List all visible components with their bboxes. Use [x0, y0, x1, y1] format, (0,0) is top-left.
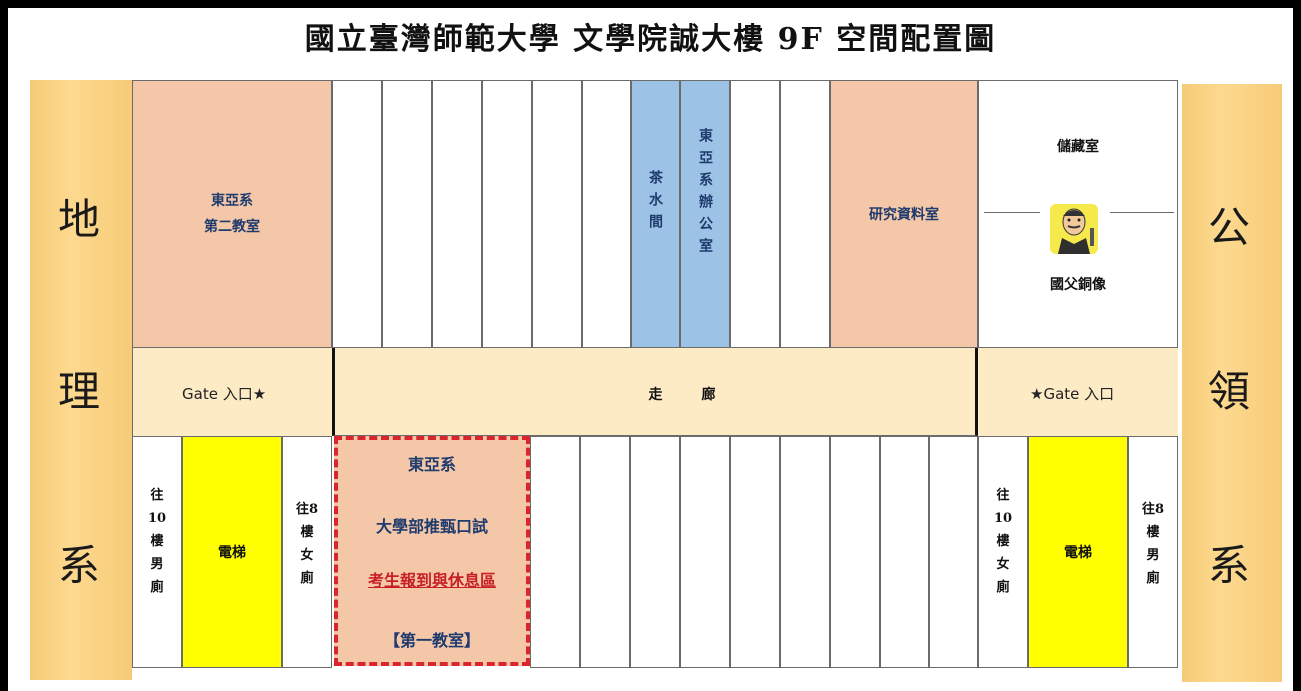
- research-room-label: 研究資料室: [869, 207, 939, 223]
- right-gate-label: ★Gate 入口: [1030, 385, 1115, 403]
- tea-room: [631, 80, 680, 348]
- restroom-sign-label: 往8 樓 男 廁: [1141, 502, 1165, 586]
- statue-label: 國父銅像: [1050, 277, 1106, 293]
- statue-portrait-icon: [1050, 204, 1098, 254]
- storage-label: 儲藏室: [1057, 139, 1099, 155]
- bottom-room: [880, 436, 929, 668]
- restroom-sign-label: 往8 樓 女 廁: [295, 502, 319, 586]
- top-room: [482, 80, 532, 348]
- right-elevator-label: 電梯: [1064, 545, 1092, 561]
- right-dept-char-1: 公: [1208, 203, 1251, 252]
- left-dept-char-1: 地: [58, 195, 101, 244]
- corridor-label: 走 廊: [648, 387, 716, 403]
- bottom-room: [530, 436, 580, 668]
- left-elevator-label: 電梯: [218, 545, 246, 561]
- corridor: [332, 348, 978, 436]
- classroom-2: [132, 80, 332, 348]
- top-room: [432, 80, 482, 348]
- exam-line-4: 【第一教室】: [383, 631, 480, 650]
- research-room: [830, 80, 978, 348]
- classroom-2-label: 東亞系 第二教室: [204, 193, 260, 235]
- top-room: [332, 80, 382, 348]
- top-room: [532, 80, 582, 348]
- restroom-sign: [132, 436, 182, 668]
- restroom-sign: [1128, 436, 1178, 668]
- restroom-sign-label: 往 10 樓 女 廁: [993, 488, 1013, 595]
- top-room: [780, 80, 830, 348]
- right-gate-area: [978, 348, 1178, 436]
- right-dept-char-2: 領: [1208, 367, 1251, 416]
- right-dept-char-3: 系: [1208, 541, 1251, 590]
- restroom-sign: [978, 436, 1028, 668]
- divider-line: [1110, 212, 1174, 213]
- exam-line-2: 大學部推甄口試: [375, 517, 488, 536]
- tea-room-label: 茶水間: [647, 170, 663, 236]
- restroom-sign-label: 往 10 樓 男 廁: [147, 488, 167, 595]
- left-dept-char-3: 系: [58, 541, 101, 590]
- bottom-room: [929, 436, 978, 668]
- left-gate-area: [132, 348, 332, 436]
- top-room: [730, 80, 780, 348]
- exam-line-1: 東亞系: [407, 455, 456, 474]
- bottom-room: [730, 436, 780, 668]
- left-elevator: [182, 436, 282, 668]
- divider-line: [984, 212, 1040, 213]
- top-room: [582, 80, 631, 348]
- right-department-panel: [1182, 84, 1282, 682]
- bottom-room: [780, 436, 830, 668]
- bottom-room: [630, 436, 680, 668]
- east-asia-office-label: 東亞系辦公室: [697, 128, 713, 260]
- top-room: [382, 80, 432, 348]
- left-gate-label: Gate 入口★: [182, 385, 267, 403]
- left-department-panel: [30, 80, 132, 680]
- bottom-room: [680, 436, 730, 668]
- restroom-sign: [282, 436, 332, 668]
- left-dept-char-2: 理: [58, 367, 101, 416]
- bottom-room: [830, 436, 880, 668]
- exam-line-3: 考生報到與休息區: [367, 571, 496, 590]
- map-title: 國立臺灣師範大學 文學院誠大樓 9F 空間配置圖: [304, 22, 997, 57]
- east-asia-office: [680, 80, 730, 348]
- bottom-room: [580, 436, 630, 668]
- right-elevator: [1028, 436, 1128, 668]
- exam-waiting-area: [334, 436, 530, 666]
